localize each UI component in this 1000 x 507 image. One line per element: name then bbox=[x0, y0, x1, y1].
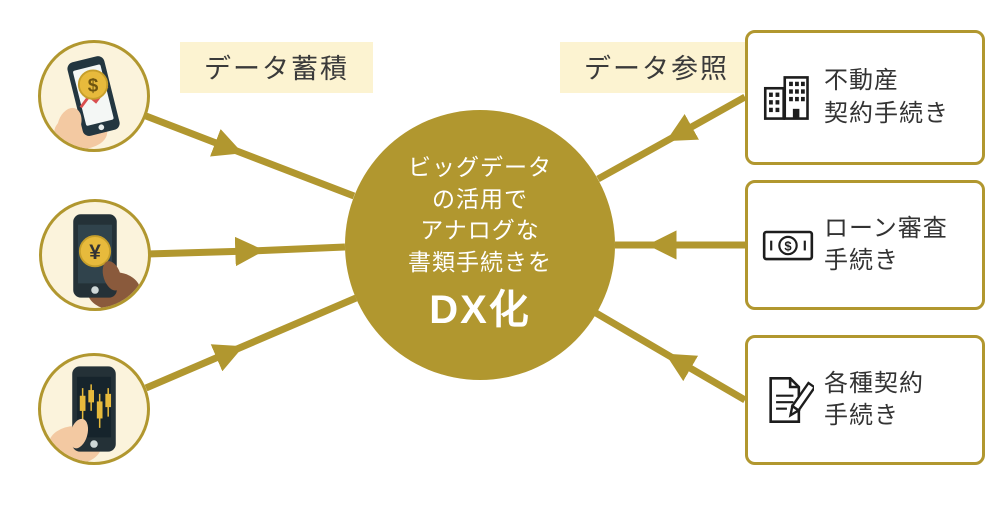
svg-text:$: $ bbox=[784, 238, 792, 253]
money-bill-icon: $ bbox=[762, 230, 814, 261]
procedure-box-text: ローン審査 手続き bbox=[824, 213, 948, 278]
building-icon bbox=[763, 75, 809, 120]
label-data-accumulation: データ蓄積 bbox=[180, 42, 373, 93]
smartphone-dollar-chart-icon: $ bbox=[54, 56, 120, 149]
procedure-box-real-estate: 不動産 契約手続き bbox=[745, 30, 985, 165]
center-circle-text: ビッグデータ の活用で アナログな 書類手続きを DX化 bbox=[408, 152, 552, 338]
svg-text:¥: ¥ bbox=[89, 241, 101, 264]
contract-pen-icon bbox=[769, 377, 814, 423]
procedure-line: 不動産 bbox=[824, 67, 899, 95]
procedure-line: 各種契約 bbox=[824, 369, 924, 397]
procedure-box-text: 不動産 契約手続き bbox=[824, 65, 949, 130]
label-data-reference: データ参照 bbox=[560, 42, 753, 93]
center-line: ビッグデータ bbox=[408, 153, 552, 180]
center-line: 書類手続きを bbox=[408, 249, 552, 276]
procedure-line: 手続き bbox=[824, 402, 899, 429]
center-line: アナログな bbox=[420, 217, 540, 244]
arrow-left-top bbox=[144, 112, 356, 200]
procedure-box-text: 各種契約 手続き bbox=[824, 368, 924, 433]
arrow-right-bottom bbox=[594, 309, 747, 404]
source-circle-dollar: $ bbox=[38, 40, 150, 152]
arrow-right-top bbox=[596, 93, 747, 183]
procedure-line: ローン審査 bbox=[824, 214, 948, 242]
procedure-line: 手続き bbox=[824, 247, 899, 274]
procedure-box-loan: $ ローン審査 手続き bbox=[745, 180, 985, 310]
procedure-line: 契約手続き bbox=[824, 99, 949, 127]
source-circle-candlestick bbox=[38, 353, 150, 465]
svg-text:$: $ bbox=[88, 75, 99, 96]
smartphone-yen-coin-icon: ¥ bbox=[73, 214, 141, 308]
center-highlight-dx: DX化 bbox=[429, 287, 531, 332]
smartphone-candlestick-icon bbox=[48, 366, 116, 462]
arrow-left-bottom bbox=[144, 294, 358, 392]
center-line: の活用で bbox=[432, 185, 528, 212]
procedure-box-contracts: 各種契約 手続き bbox=[745, 335, 985, 465]
arrow-left-middle bbox=[146, 236, 346, 267]
center-circle: ビッグデータ の活用で アナログな 書類手続きを DX化 bbox=[345, 110, 615, 380]
source-circle-yen: ¥ bbox=[39, 199, 151, 311]
